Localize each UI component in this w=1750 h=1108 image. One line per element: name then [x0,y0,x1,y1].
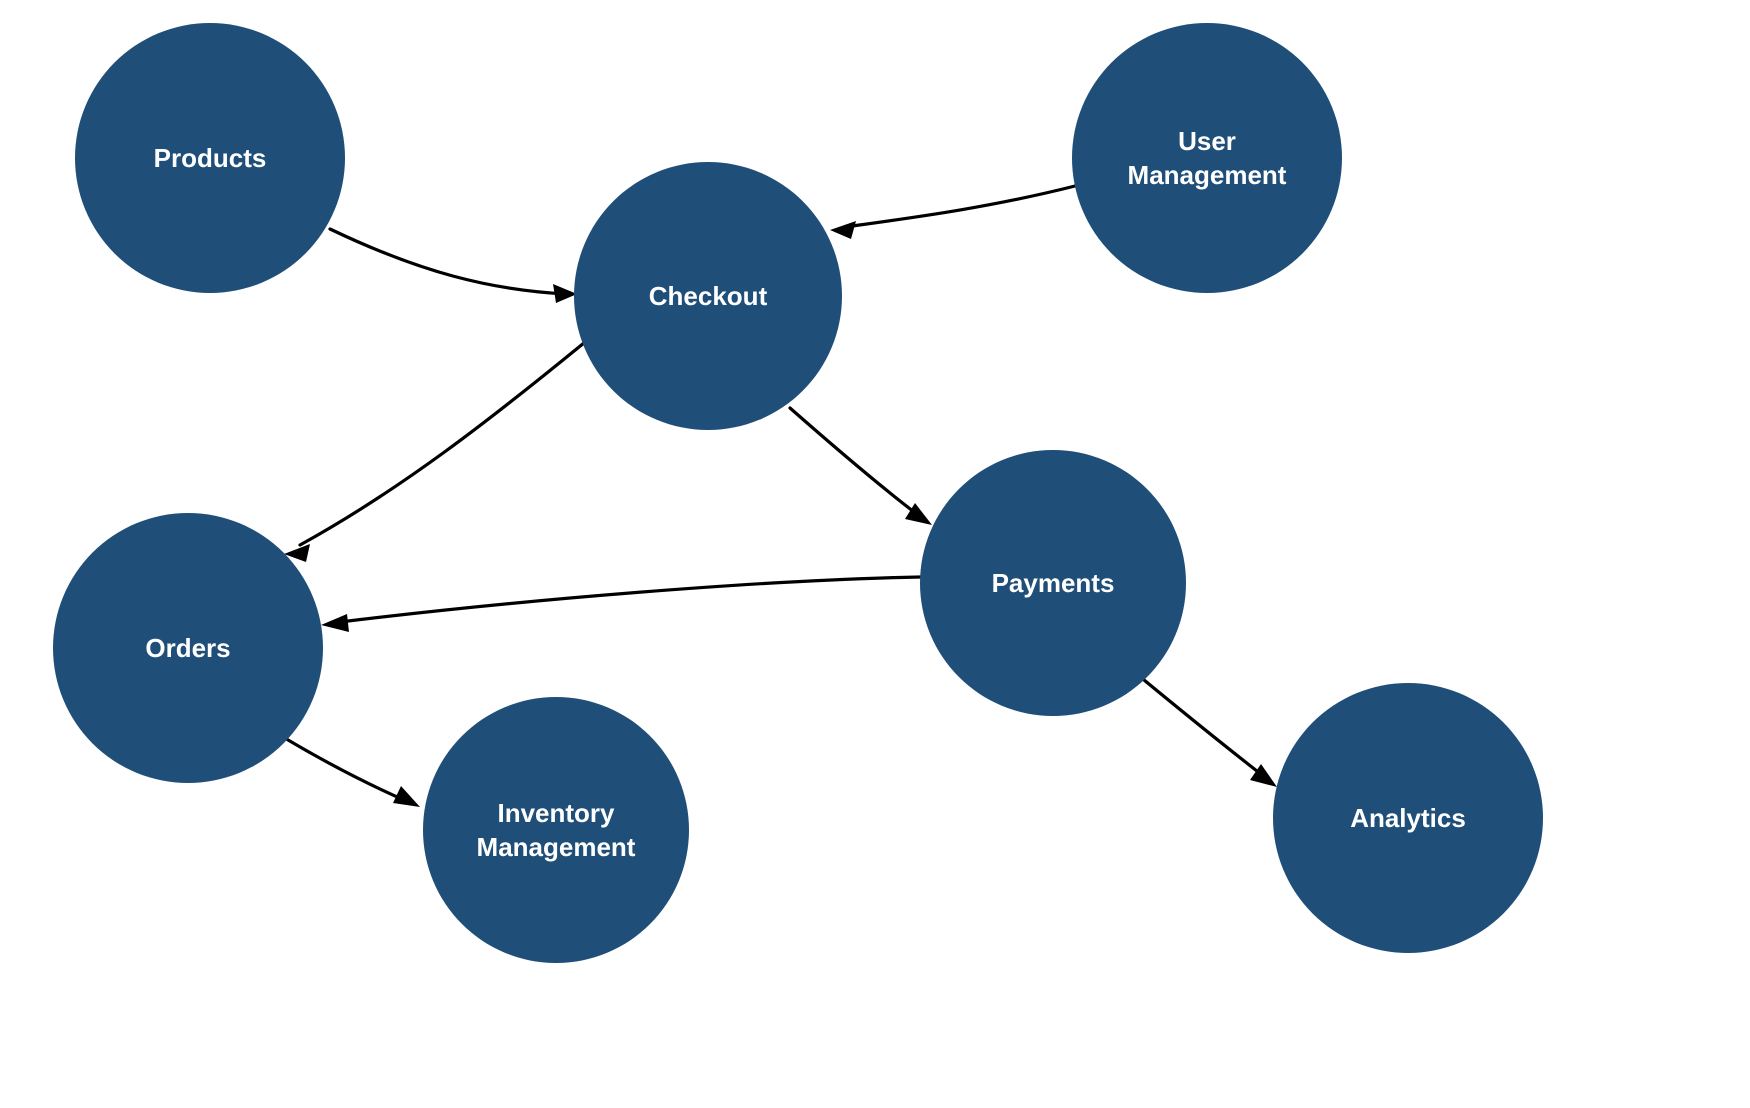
arrowhead-icon [284,544,310,562]
node-products[interactable]: Products [75,23,345,293]
edge-checkout-to-orders[interactable] [284,336,592,562]
edge-line [1136,673,1264,777]
node-shape [1273,683,1543,953]
arrowhead-icon [830,221,856,239]
edge-products-to-checkout[interactable] [328,227,577,303]
node-analytics[interactable]: Analytics [1273,683,1543,953]
edge-checkout-to-payments[interactable] [788,406,932,525]
arrowhead-icon [393,786,420,807]
node-shape [574,162,842,430]
nodes-layer: ProductsCheckoutUserManagementOrdersPaym… [53,23,1543,963]
node-label: Products [154,143,267,173]
edge-payments-to-orders[interactable] [321,575,922,632]
edge-line [298,336,592,547]
node-orders[interactable]: Orders [53,513,323,783]
node-shape [75,23,345,293]
node-payments[interactable]: Payments [920,450,1186,716]
edge-user-management-to-checkout[interactable] [830,184,1077,239]
node-shape [1072,23,1342,293]
node-label: Payments [992,568,1115,598]
arrowhead-icon [905,503,932,525]
arrowhead-icon [1250,764,1277,787]
edge-orders-to-inventory-management[interactable] [281,735,420,807]
edge-line [328,227,568,296]
edge-line [338,575,922,624]
edge-line [281,735,406,802]
node-shape [920,450,1186,716]
edges-layer [281,184,1277,807]
node-label: Orders [145,633,230,663]
node-label: Analytics [1350,803,1466,833]
arrowhead-icon [553,284,577,303]
node-label: User [1178,126,1236,156]
node-checkout[interactable]: Checkout [574,162,842,430]
node-shape [423,697,689,963]
edge-line [843,184,1077,229]
node-label: Checkout [649,281,768,311]
node-label: Management [477,832,636,862]
edge-payments-to-analytics[interactable] [1136,673,1277,787]
node-shape [53,513,323,783]
arrowhead-icon [321,614,349,632]
node-label: Inventory [497,798,615,828]
edge-line [788,406,920,517]
node-label: Management [1128,160,1287,190]
